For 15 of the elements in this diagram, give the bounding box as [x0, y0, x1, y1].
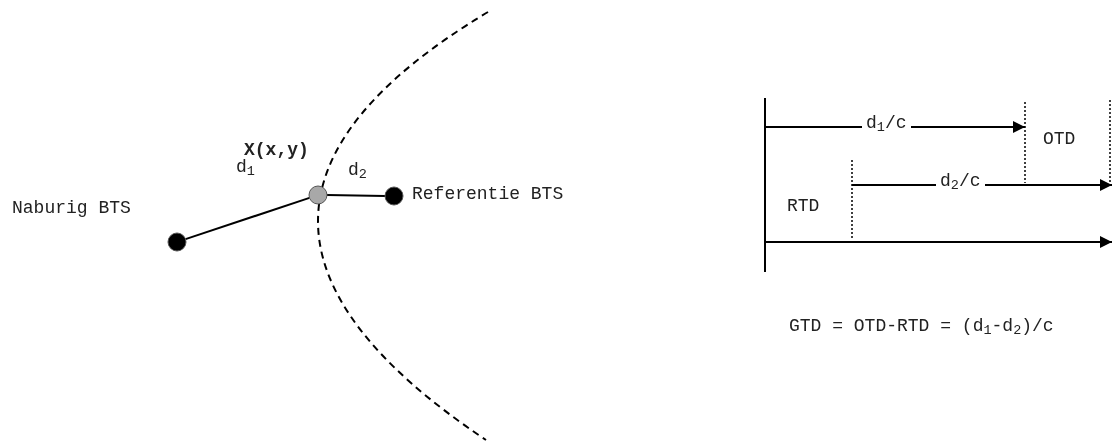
delay-label: RTD: [787, 197, 820, 215]
edge-label: d$_{1}$: [236, 158, 255, 176]
formula: GTD = OTD-RTD = (d$_{1}$-d$_{2}$)/c: [789, 317, 1054, 335]
bts-dot: [308, 185, 328, 205]
bts-dot: [384, 186, 404, 206]
node-label: X(x,y): [244, 141, 309, 159]
bts-dot: [167, 232, 187, 252]
delay-label: d$_{1}$/c: [862, 114, 911, 132]
delay-label: OTD: [1043, 130, 1076, 148]
edge-label: d$_{2}$: [348, 161, 367, 179]
node-label: Naburig BTS: [12, 199, 131, 217]
distance-line: [184, 196, 311, 241]
distance-line: [326, 194, 386, 197]
node-label: Referentie BTS: [412, 185, 564, 203]
delay-label: d$_{2}$/c: [936, 172, 985, 190]
